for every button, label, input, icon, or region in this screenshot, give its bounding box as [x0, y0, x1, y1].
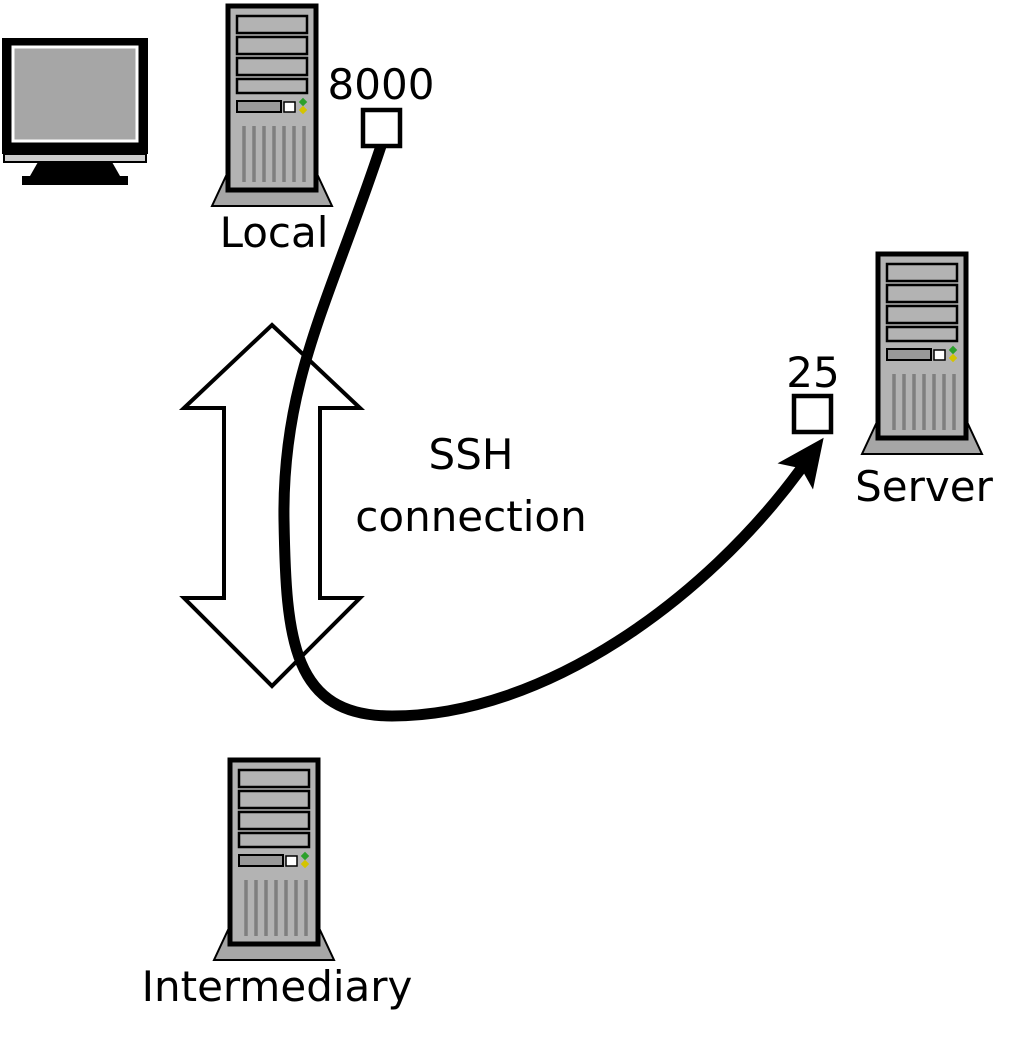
monitor-icon: [0, 36, 150, 187]
local-label: Local: [220, 208, 329, 257]
ssh-connection-label-line2: connection: [355, 492, 586, 541]
server-label: Server: [855, 462, 993, 511]
port-8000-box: [360, 107, 403, 149]
port-8000-label: 8000: [328, 60, 435, 109]
ssh-connection-label-line1: SSH: [429, 430, 514, 479]
intermediary-tower-icon: [214, 760, 334, 960]
local-tower-icon: [212, 6, 332, 206]
ssh-double-arrow: [178, 322, 366, 689]
server-tower-icon: [862, 254, 982, 454]
port-25-box: [791, 393, 834, 435]
port-25-label: 25: [786, 348, 839, 397]
intermediary-label: Intermediary: [142, 962, 413, 1011]
tunnel-curve: [278, 140, 824, 722]
